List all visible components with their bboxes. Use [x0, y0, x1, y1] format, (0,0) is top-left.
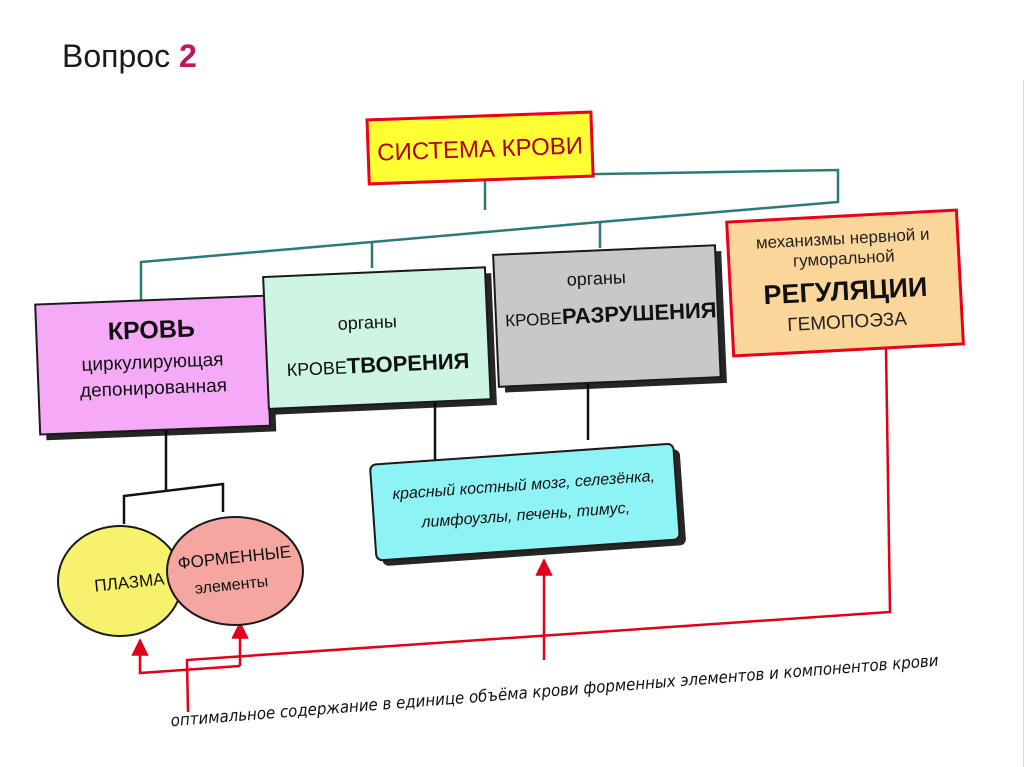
branch-connectors: [122, 384, 590, 524]
hematopoiesis-node: органы КРОВЕТВОРЕНИЯ: [262, 266, 497, 415]
hematopoiesis-prefix: КРОВЕ: [286, 357, 347, 380]
slide-title: Вопрос 2: [62, 38, 197, 75]
hematopoiesis-bold: ТВОРЕНИЯ: [346, 348, 470, 378]
regulation-node: механизмы нервной и гуморальной РЕГУЛЯЦИ…: [725, 208, 965, 358]
destruction-label: КРОВЕРАЗРУШЕНИЯ: [505, 297, 717, 331]
blood-title: КРОВЬ: [107, 314, 195, 345]
slide-title-text: Вопрос: [62, 38, 171, 74]
formed-elements-node: ФОРМЕННЫЕ элементы: [166, 516, 304, 626]
tree-connectors: [139, 168, 840, 300]
destruction-organs: органы: [566, 267, 626, 290]
organs-node: красный костный мозг, селезёнка, лимфоуз…: [369, 442, 686, 566]
destruction-node: органы КРОВЕРАЗРУШЕНИЯ: [492, 244, 727, 393]
plasma-node: ПЛАЗМА: [57, 525, 183, 637]
blood-node: КРОВЬ циркулирующая депонированная: [34, 294, 277, 441]
hematopoiesis-organs: органы: [337, 311, 397, 334]
footer-caption: оптимальное содержание в единице объёма …: [170, 651, 939, 730]
root-node: СИСТЕМА КРОВИ: [365, 110, 595, 186]
hematopoiesis-label: КРОВЕТВОРЕНИЯ: [286, 348, 470, 381]
destruction-prefix: КРОВЕ: [505, 309, 563, 330]
slide-title-number: 2: [178, 38, 197, 74]
